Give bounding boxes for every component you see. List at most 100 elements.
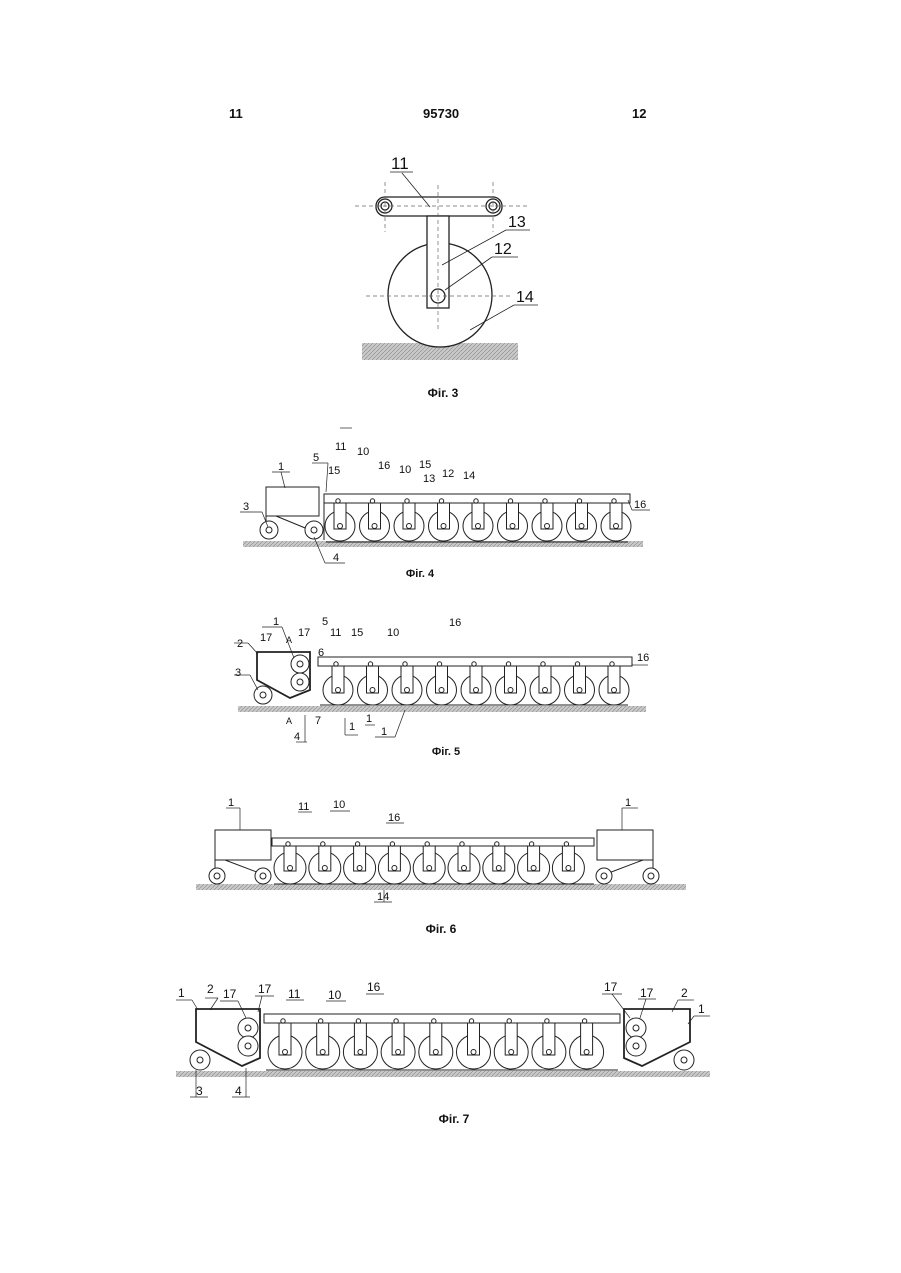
fig6-label-16: 16 [388,812,400,824]
fig7-label-4: 4 [235,1084,242,1098]
fig5-label-10: 10 [387,627,399,639]
fig5-label-11: 11 [330,627,341,639]
fig3-label-12: 12 [494,241,512,258]
fig4-label-1: 1 [278,461,284,473]
fig5-wheels-unit [599,662,629,705]
fig4-drawing [240,428,650,563]
fig4-wheels-unit [394,499,424,541]
fig4-label-15b: 15 [419,459,431,471]
fig4-label-16a: 16 [378,460,390,472]
fig4-wheels-unit [498,499,528,541]
fig7-label-2b: 2 [681,986,688,1000]
fig7-wheels-unit [381,1019,415,1069]
fig4-wheels-unit [532,499,562,541]
fig5-label-17b: 17 [298,627,310,639]
fig7-label-10: 10 [328,988,342,1002]
fig3-crossbar [376,197,502,216]
fig5-label-1b: 1 [349,721,355,733]
fig4-label-16b: 16 [634,499,646,511]
fig4-label-10a: 10 [357,446,369,458]
fig7-label-3: 3 [196,1084,203,1098]
fig3-caption: Фіг. 3 [383,386,503,400]
fig6-wheels-unit [344,842,376,884]
fig7-caption: Фіг. 7 [394,1112,514,1126]
fig6-wheels-unit [309,842,341,884]
fig7-label-1b: 1 [698,1002,705,1016]
fig7-label-2a: 2 [207,982,214,996]
fig5-wheels-unit [461,662,491,705]
fig4-label-12: 12 [442,468,454,480]
fig4-label-15a: 15 [328,465,340,477]
fig7-label-11: 11 [288,987,301,1001]
fig5-wheels-unit [358,662,388,705]
fig5-wheels-unit [496,662,526,705]
fig7-label-17b: 17 [258,982,272,996]
fig3-label-11: 11 [391,154,409,173]
fig6-wheels-unit [552,842,584,884]
fig6-wheels-unit [448,842,480,884]
fig5-caption: Фіг. 5 [386,746,506,758]
fig7-wheels-unit [532,1019,566,1069]
fig4-caption: Фіг. 4 [360,568,480,580]
fig5-label-16a: 16 [449,617,461,629]
fig3-label-14: 14 [516,289,534,306]
fig7-label-17a: 17 [223,987,237,1001]
fig7-wheels-unit [570,1019,604,1069]
fig4-label-10b: 10 [399,464,411,476]
fig6-wheels-unit [274,842,306,884]
fig6-wheels-unit [413,842,445,884]
fig5-label-6: 6 [318,647,324,659]
fig7-label-1a: 1 [178,986,185,1000]
fig7-label-17c: 17 [604,980,618,994]
fig5-label-A-top: A [286,635,292,645]
fig4-wheels-unit [601,499,631,541]
fig4-wheels-unit [360,499,390,541]
fig5-wheels-unit [323,662,353,705]
fig5-label-2: 2 [237,638,243,650]
fig5-label-3: 3 [235,667,241,679]
fig4-label-4: 4 [333,552,339,564]
fig7-wheels-unit [343,1019,377,1069]
fig7-wheels-unit [457,1019,491,1069]
fig4-wheels-unit [429,499,459,541]
fig5-label-1d: 1 [381,726,387,738]
fig4-wheels-unit [567,499,597,541]
fig5-wheels-unit [427,662,457,705]
fig5-label-A-bottom: A [286,716,292,726]
fig6-label-1a: 1 [228,797,234,809]
fig7-label-17d: 17 [640,986,654,1000]
fig7-label-16: 16 [367,980,381,994]
fig5-drawing [234,627,648,742]
fig4-wheels-unit [463,499,493,541]
fig4-label-13: 13 [423,473,435,485]
fig5-label-17a: 17 [260,632,272,644]
fig5-wheels-unit [530,662,560,705]
fig4-label-11: 11 [335,441,346,453]
fig5-label-1a: 1 [273,616,279,628]
fig5-wheels-unit [392,662,422,705]
fig3-label-13: 13 [508,214,526,231]
fig5-label-7: 7 [315,715,321,727]
fig7-wheels-unit [268,1019,302,1069]
fig4-label-3: 3 [243,501,249,513]
fig3-drawing [355,172,538,360]
fig6-wheels-unit [378,842,410,884]
fig7-wheels-unit [494,1019,528,1069]
fig6-wheels-unit [483,842,515,884]
fig6-drawing [196,808,686,902]
fig6-label-1b: 1 [625,797,631,809]
fig4-label-5: 5 [313,452,319,464]
fig5-label-4: 4 [294,731,300,743]
fig5-label-1c: 1 [366,713,372,725]
fig5-label-16b: 16 [637,652,649,664]
fig4-label-14: 14 [463,470,475,482]
fig5-label-15: 15 [351,627,363,639]
fig4-wheels-unit [325,499,355,541]
fig5-label-5: 5 [322,616,328,628]
fig6-label-11: 11 [298,801,309,813]
fig5-wheels-unit [565,662,595,705]
fig7-wheels-unit [419,1019,453,1069]
fig7-wheels-unit [306,1019,340,1069]
fig7-drawing [176,994,710,1097]
